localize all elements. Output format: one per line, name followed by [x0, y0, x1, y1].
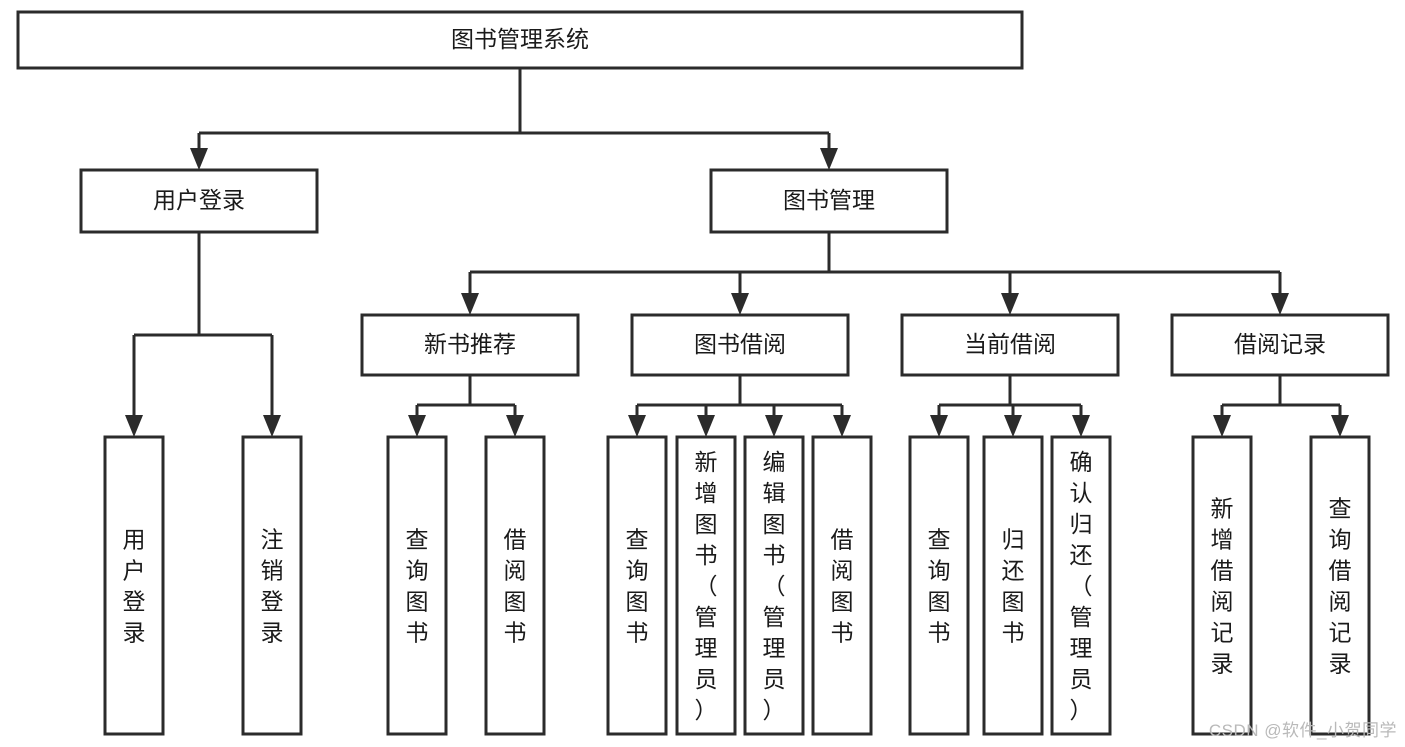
node-root-box[interactable]	[16, 10, 1024, 70]
arrow-head-icon	[765, 415, 783, 437]
arrow-head-icon	[930, 415, 948, 437]
node-leaf-6-box[interactable]	[743, 435, 805, 736]
node-level3-3[interactable]: 借阅记录	[1170, 313, 1390, 377]
node-level3-0-label: 新书推荐	[424, 331, 516, 357]
node-leaf-1-label: 注销登录	[261, 527, 284, 646]
arrow-head-icon	[1331, 415, 1349, 437]
node-leaf-3[interactable]: 借阅图书	[484, 435, 546, 736]
node-leaf-11[interactable]: 新增借阅记录	[1191, 435, 1253, 736]
node-leaf-12-box[interactable]	[1309, 435, 1371, 736]
arrow-head-icon	[190, 148, 208, 170]
node-leaf-7-box[interactable]	[811, 435, 873, 736]
node-level2-0-box[interactable]	[79, 168, 319, 234]
node-leaf-7[interactable]: 借阅图书	[811, 435, 873, 736]
nodes-layer: 图书管理系统用户登录图书管理新书推荐图书借阅当前借阅借阅记录用户登录注销登录查询…	[16, 10, 1390, 736]
node-level3-1-box[interactable]	[630, 313, 850, 377]
node-leaf-8-label: 查询图书	[928, 527, 951, 646]
node-leaf-2-box[interactable]	[386, 435, 448, 736]
node-leaf-2-label: 查询图书	[406, 527, 429, 646]
arrow-head-icon	[731, 293, 749, 315]
arrow-head-icon	[1213, 415, 1231, 437]
node-leaf-10[interactable]: 确认归还（管理员）	[1050, 435, 1112, 736]
arrow-head-icon	[263, 415, 281, 437]
node-level3-3-label: 借阅记录	[1234, 331, 1326, 357]
node-leaf-11-box[interactable]	[1191, 435, 1253, 736]
arrow-head-icon	[1004, 415, 1022, 437]
node-leaf-5[interactable]: 新增图书（管理员）	[675, 435, 737, 736]
node-level2-1-box[interactable]	[709, 168, 949, 234]
node-leaf-9-label: 归还图书	[1002, 527, 1025, 646]
arrow-head-icon	[461, 293, 479, 315]
node-leaf-4[interactable]: 查询图书	[606, 435, 668, 736]
node-leaf-4-label: 查询图书	[626, 527, 649, 646]
node-level2-1-label: 图书管理	[783, 187, 875, 213]
node-root[interactable]: 图书管理系统	[16, 10, 1024, 70]
node-level3-0-box[interactable]	[360, 313, 580, 377]
node-leaf-10-label: 确认归还（管理员）	[1070, 449, 1093, 723]
node-level3-2[interactable]: 当前借阅	[900, 313, 1120, 377]
arrow-head-icon	[833, 415, 851, 437]
node-leaf-1-box[interactable]	[241, 435, 303, 736]
node-leaf-0-box[interactable]	[103, 435, 165, 736]
node-level3-0[interactable]: 新书推荐	[360, 313, 580, 377]
node-level2-0[interactable]: 用户登录	[79, 168, 319, 234]
node-leaf-3-box[interactable]	[484, 435, 546, 736]
watermark-text: CSDN @软件_小贺同学	[1208, 721, 1397, 740]
arrow-head-icon	[1271, 293, 1289, 315]
node-leaf-12[interactable]: 查询借阅记录	[1309, 435, 1371, 736]
node-leaf-9-box[interactable]	[982, 435, 1044, 736]
node-leaf-1[interactable]: 注销登录	[241, 435, 303, 736]
node-level3-3-box[interactable]	[1170, 313, 1390, 377]
arrow-head-icon	[125, 415, 143, 437]
node-level3-1-label: 图书借阅	[694, 331, 786, 357]
node-root-label: 图书管理系统	[451, 26, 589, 52]
node-leaf-0[interactable]: 用户登录	[103, 435, 165, 736]
arrow-head-icon	[697, 415, 715, 437]
edges-layer	[125, 68, 1349, 437]
node-leaf-6-label: 编辑图书（管理员）	[763, 449, 786, 723]
node-leaf-12-label: 查询借阅记录	[1329, 496, 1352, 677]
arrow-head-icon	[820, 148, 838, 170]
node-leaf-0-label: 用户登录	[123, 527, 146, 646]
node-leaf-5-box[interactable]	[675, 435, 737, 736]
arrow-head-icon	[506, 415, 524, 437]
node-leaf-11-label: 新增借阅记录	[1211, 496, 1234, 677]
node-leaf-7-label: 借阅图书	[831, 527, 854, 646]
node-leaf-6[interactable]: 编辑图书（管理员）	[743, 435, 805, 736]
node-leaf-3-label: 借阅图书	[504, 527, 527, 646]
node-leaf-8[interactable]: 查询图书	[908, 435, 970, 736]
node-level3-2-box[interactable]	[900, 313, 1120, 377]
node-leaf-2[interactable]: 查询图书	[386, 435, 448, 736]
node-level3-2-label: 当前借阅	[964, 331, 1056, 357]
node-level2-0-label: 用户登录	[153, 187, 245, 213]
arrow-head-icon	[1001, 293, 1019, 315]
arrow-head-icon	[1072, 415, 1090, 437]
node-leaf-8-box[interactable]	[908, 435, 970, 736]
node-leaf-10-box[interactable]	[1050, 435, 1112, 736]
node-leaf-4-box[interactable]	[606, 435, 668, 736]
node-level2-1[interactable]: 图书管理	[709, 168, 949, 234]
arrow-head-icon	[408, 415, 426, 437]
node-leaf-5-label: 新增图书（管理员）	[695, 449, 718, 723]
node-leaf-9[interactable]: 归还图书	[982, 435, 1044, 736]
arrow-head-icon	[628, 415, 646, 437]
node-level3-1[interactable]: 图书借阅	[630, 313, 850, 377]
